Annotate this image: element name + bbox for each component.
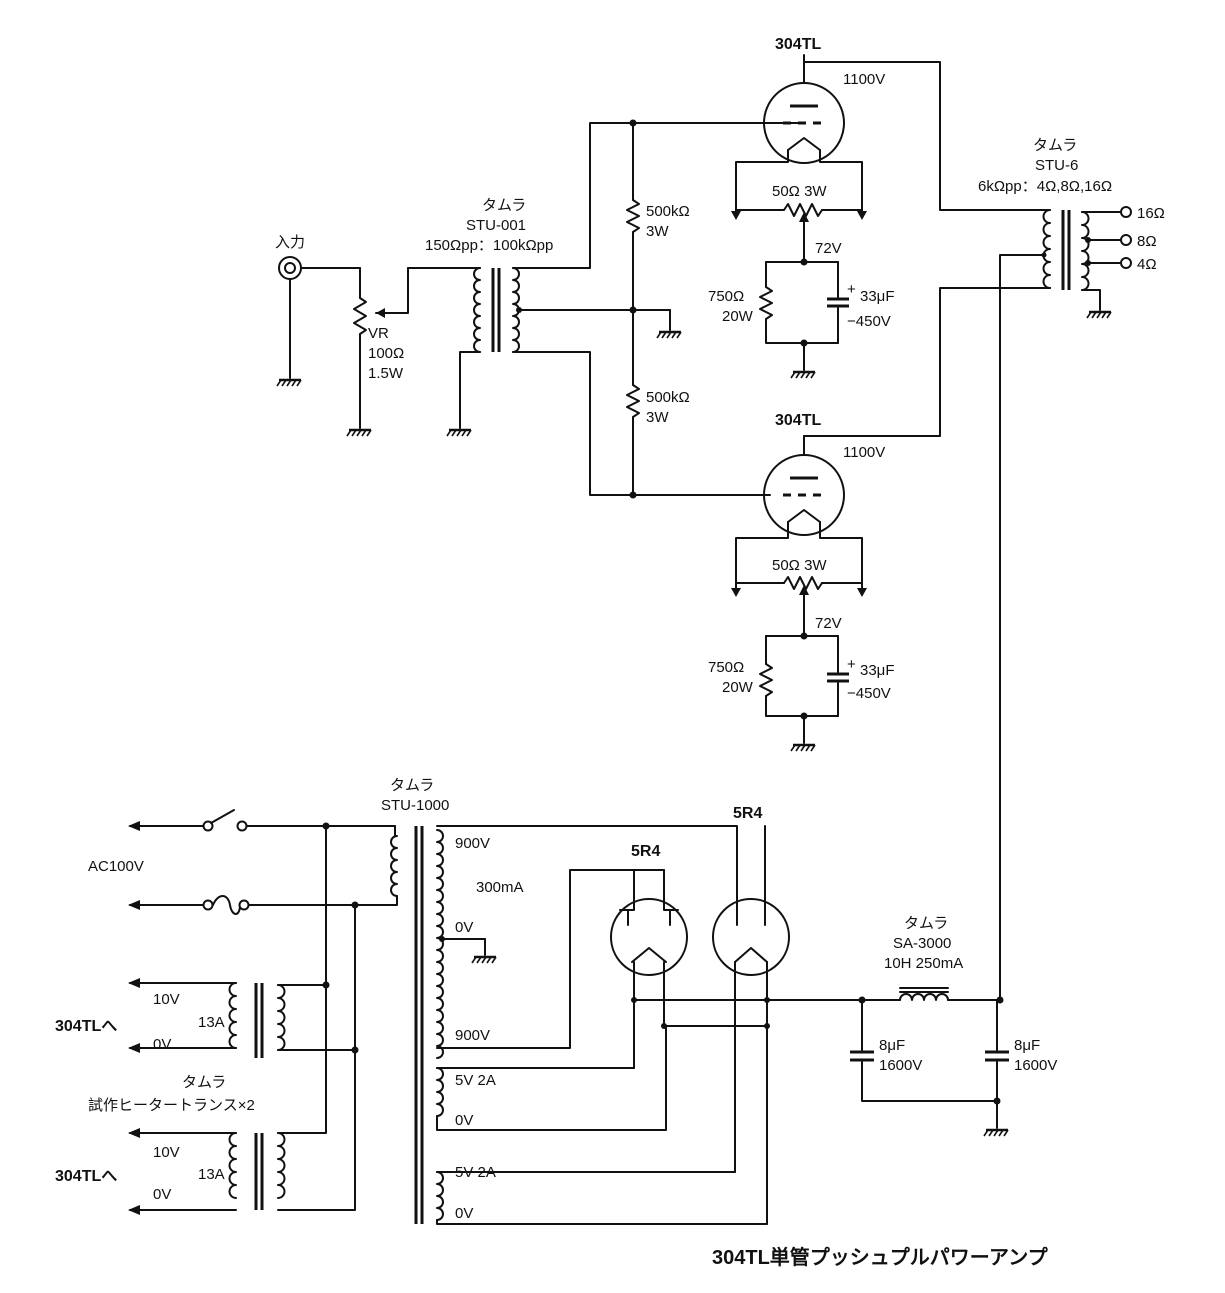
ht1-vlow: 0V — [153, 1036, 171, 1053]
it-model: STU-001 — [466, 217, 526, 234]
input-jack: 入力 — [275, 234, 361, 388]
vr-value: 100Ω — [368, 345, 404, 362]
rg1-power: 3W — [646, 223, 669, 240]
rk-lower-power: 20W — [722, 679, 754, 696]
cf2-voltage: 1600V — [1014, 1057, 1057, 1074]
cf1-value: 8μF — [879, 1037, 905, 1054]
ot-tap-4: 4Ω — [1137, 256, 1157, 273]
ht1-destination: 304TLへ — [55, 1018, 117, 1035]
rg1-value: 500kΩ — [646, 203, 690, 220]
tube-304tl-lower: 304TL 1100V 50Ω 3W 72V 750Ω 20W + 33μF −… — [708, 287, 1051, 753]
tube-304tl-upper: 304TL 1100V 50Ω 3W 72V 750Ω 20W + 33μF −… — [708, 36, 1051, 380]
cf2-value: 8μF — [1014, 1037, 1040, 1054]
heater-transformer-2: 10V 0V 13A 304TLへ — [55, 825, 356, 1215]
ht1-current: 13A — [198, 1014, 225, 1031]
pt-maker: タムラ — [390, 777, 434, 794]
input-transformer: タムラ STU-001 150Ωpp：100kΩpp — [407, 122, 805, 496]
ht2-destination: 304TLへ — [55, 1168, 117, 1185]
mains-label: AC100V — [88, 858, 144, 875]
ck-upper-value: 33μF — [860, 288, 895, 305]
tube-upper-name: 304TL — [775, 36, 821, 53]
ot-maker: タムラ — [1033, 137, 1077, 154]
rectifier-5r4-left: 5R4 — [610, 843, 768, 1069]
rk-lower-value: 750Ω — [708, 659, 744, 676]
rg2-value: 500kΩ — [646, 389, 690, 406]
vr-name: VR — [368, 325, 389, 342]
volume-control: VR 100Ω 1.5W — [345, 267, 409, 438]
ck-lower-voltage: −450V — [847, 685, 891, 702]
power-transformer: タムラ STU-1000 900V 300mA 0V 900V 5V 2A 0V… — [381, 777, 768, 1225]
ht1-vhigh: 10V — [153, 991, 180, 1008]
ht2-current: 13A — [198, 1166, 225, 1183]
ht2-vhigh: 10V — [153, 1144, 180, 1161]
cathode-upper-voltage: 72V — [815, 240, 842, 257]
pt-w1: 900V — [455, 835, 490, 852]
choke-filter: タムラ SA-3000 10H 250mA 8μF 1600V 8μF 1600… — [850, 915, 1057, 1138]
ht-maker: タムラ — [182, 1074, 226, 1091]
ot-model: STU-6 — [1035, 157, 1078, 174]
pt-w5: 5V 2A — [455, 1072, 496, 1089]
ht2-vlow: 0V — [153, 1186, 171, 1203]
rectifier-5r4-right: 5R4 — [712, 805, 863, 1225]
pt-w3: 0V — [455, 919, 473, 936]
rk-upper-value: 750Ω — [708, 288, 744, 305]
ck-lower-value: 33μF — [860, 662, 895, 679]
grid-resistors: 500kΩ 3W 500kΩ 3W — [626, 119, 690, 499]
cf1-voltage: 1600V — [879, 1057, 922, 1074]
rect-right-name: 5R4 — [733, 805, 762, 822]
pt-w6: 0V — [455, 1112, 473, 1129]
ht-model: 試作ヒータートランス×2 — [88, 1097, 255, 1114]
pt-w7: 5V 2A — [455, 1164, 496, 1181]
cathode-lower-voltage: 72V — [815, 615, 842, 632]
ot-spec: 6kΩpp：4Ω,8Ω,16Ω — [978, 178, 1112, 195]
diagram-title: 304TL単管プッシュプルパワーアンプ — [712, 1245, 1049, 1269]
heater-transformer-1: 10V 0V 13A 304TLへ — [55, 978, 359, 1058]
input-label: 入力 — [275, 234, 305, 251]
it-maker: タムラ — [482, 197, 526, 214]
tube-lower-plate-v: 1100V — [843, 444, 885, 461]
ot-tap-8: 8Ω — [1137, 233, 1157, 250]
vr-power: 1.5W — [368, 365, 404, 382]
ck-lower-plus: + — [847, 656, 856, 673]
tube-lower-name: 304TL — [775, 412, 821, 429]
rg2-power: 3W — [646, 409, 669, 426]
hb-upper-value: 50Ω 3W — [772, 183, 827, 200]
pt-w2: 300mA — [476, 879, 524, 896]
hb-lower-value: 50Ω 3W — [772, 557, 827, 574]
ot-tap-16: 16Ω — [1137, 205, 1165, 222]
mains-input: AC100V — [88, 809, 396, 915]
choke-spec: 10H 250mA — [884, 955, 963, 972]
output-transformer: 16Ω 8Ω 4Ω タムラ STU-6 6kΩpp：4Ω,8Ω,16Ω — [978, 137, 1165, 1003]
rk-upper-power: 20W — [722, 308, 754, 325]
choke-model: SA-3000 — [893, 935, 951, 952]
choke-maker: タムラ — [904, 915, 948, 932]
rect-left-name: 5R4 — [631, 843, 660, 860]
pt-w8: 0V — [455, 1205, 473, 1222]
pt-model: STU-1000 — [381, 797, 449, 814]
ck-upper-plus: + — [847, 281, 856, 298]
it-spec: 150Ωpp：100kΩpp — [425, 237, 553, 254]
pt-w4: 900V — [455, 1027, 490, 1044]
tube-upper-plate-v: 1100V — [843, 71, 885, 88]
ck-upper-voltage: −450V — [847, 313, 891, 330]
